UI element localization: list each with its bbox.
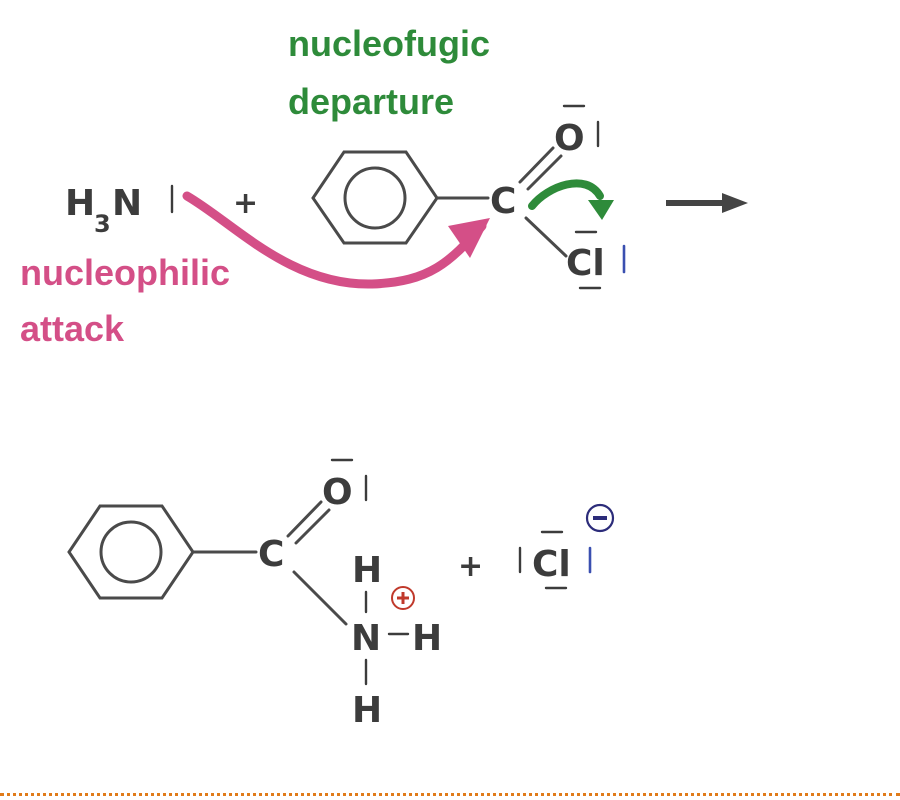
carbon-chlorine-bond — [524, 216, 568, 258]
negative-charge-icon — [585, 503, 615, 533]
product-benzene-aromatic-circle — [99, 520, 163, 584]
product-carbonyl-oxygen: O — [322, 472, 353, 513]
product-plus: + — [458, 549, 483, 584]
reactant-plus: + — [233, 186, 258, 221]
product-carbonyl-double-bond-b — [294, 508, 331, 545]
attack-label-line2: attack — [20, 308, 125, 349]
product-nitrogen: N — [351, 618, 381, 659]
product-benzene-ring — [67, 504, 195, 600]
product-h-top: H — [352, 550, 382, 591]
footer-dotted-rule — [0, 793, 900, 796]
ammonia-h: H — [65, 183, 95, 224]
chloride-ion: Cl — [518, 503, 615, 590]
product-carbonyl-carbon: C — [258, 534, 284, 575]
chlorine-atom: Cl — [566, 243, 605, 284]
product-carbon-nitrogen-bond — [292, 570, 348, 626]
ammonia-n: N — [112, 183, 142, 224]
benzene-aromatic-circle — [343, 166, 407, 230]
ammonia-subscript: 3 — [94, 210, 111, 238]
product-h-right: H — [412, 618, 442, 659]
amide-product-molecule: C O H N H H — [67, 458, 442, 731]
reaction-arrow-head — [722, 193, 748, 213]
positive-charge-icon — [391, 586, 415, 610]
carbonyl-oxygen: O — [554, 118, 585, 159]
carbonyl-carbon: C — [490, 181, 516, 222]
carbonyl-double-bond-a — [518, 146, 555, 184]
chloride-atom: Cl — [532, 544, 571, 585]
attack-label-line1: nucleophilic — [20, 252, 230, 293]
benzoyl-chloride-molecule: C O Cl — [311, 104, 626, 290]
nucleophilic-attack-arrow — [182, 191, 487, 289]
departure-label-line2: departure — [288, 81, 454, 122]
carbonyl-double-bond-b — [526, 154, 563, 191]
product-carbonyl-double-bond-a — [286, 500, 323, 538]
benzene-ring — [311, 150, 439, 245]
nucleofugic-departure-arrowhead — [588, 200, 614, 220]
product-h-bottom: H — [352, 690, 382, 731]
nucleofugic-departure-arrow — [528, 179, 604, 210]
ammonia-molecule: H 3 N — [65, 183, 174, 238]
nucleophilic-attack-arrowhead — [448, 218, 490, 258]
departure-label-line1: nucleofugic — [288, 23, 490, 64]
